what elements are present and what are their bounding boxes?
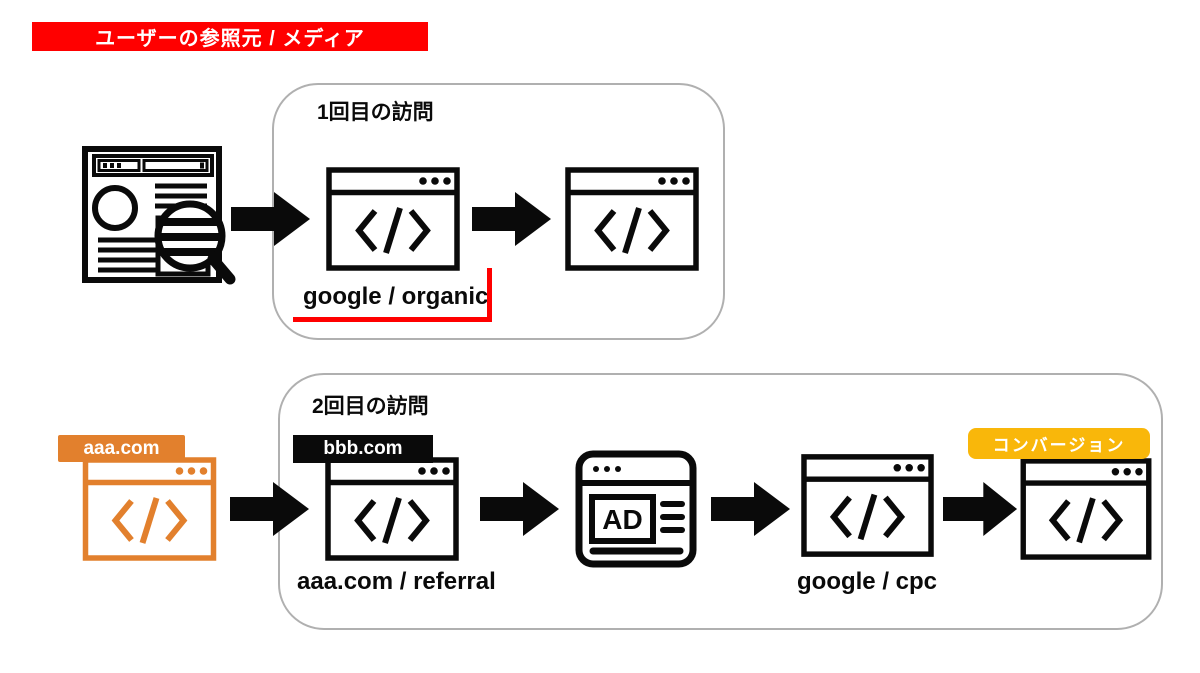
ad-icon-text: AD [602,504,642,535]
block-arrow-icon [943,482,1018,536]
aaa-com-badge-text: aaa.com [83,437,160,459]
search-results-icon [82,146,236,293]
red-underline [293,317,492,322]
block-arrow-icon [231,192,310,246]
browser-window-icon-organic [326,167,460,271]
page-title: ユーザーの参照元 / メディア [32,22,428,51]
conversion-badge: コンバージョン [968,428,1150,459]
browser-window-icon-second [565,167,699,271]
page-title-text: ユーザーの参照元 / メディア [95,28,365,50]
block-arrow-icon [230,482,309,536]
visit1-title: 1回目の訪問 [317,101,434,124]
ad-page-icon: AD [575,450,697,573]
browser-window-icon-aaa [82,457,217,561]
bbb-com-badge: bbb.com [293,435,433,463]
source-label-organic: google / organic [303,283,489,310]
block-arrow-icon [480,482,559,536]
source-label-referral: aaa.com / referral [297,568,496,595]
source-label-cpc: google / cpc [797,568,938,595]
visit2-title: 2回目の訪問 [312,395,429,418]
aaa-com-badge: aaa.com [58,435,185,462]
block-arrow-icon [472,192,551,246]
conversion-badge-text: コンバージョン [992,436,1126,455]
red-underline-corner [487,268,492,322]
browser-window-icon-cpc [801,453,934,558]
block-arrow-icon [711,482,790,536]
browser-window-icon-bbb [325,457,459,561]
bbb-com-badge-text: bbb.com [323,438,403,459]
browser-window-icon-conversion [1019,458,1153,560]
